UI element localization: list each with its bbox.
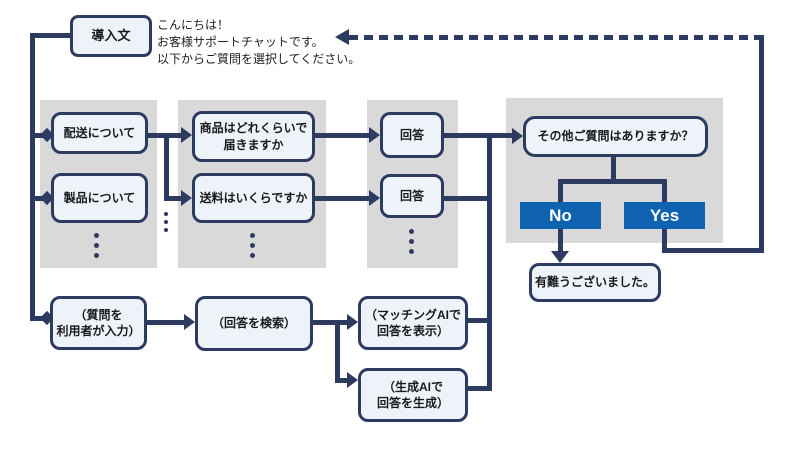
user-input-label: （質問を 利用者が入力） (56, 307, 141, 338)
thanks-label: 有難うございました。 (534, 275, 655, 290)
connector-trunk-vertical (30, 33, 35, 321)
category-product-label: 製品について (63, 190, 136, 205)
more-questions-dots (250, 233, 255, 258)
question-shipping-fee-label: 送料はいくらですか (199, 190, 308, 205)
connector-to-yes (662, 179, 667, 205)
connector-collector-vertical (487, 133, 492, 391)
question-delivery-time-label: 商品はどれくらいで 届きますか (199, 121, 308, 152)
connector-search-out (313, 320, 340, 325)
connector-loop-up (759, 35, 764, 253)
connector-row2-c (444, 196, 492, 201)
node-thanks: 有難うございました。 (529, 263, 661, 302)
connector-trunk-bottom (30, 316, 46, 321)
answer-2-label: 回答 (399, 188, 424, 203)
connector-followup-down (611, 157, 616, 183)
connector-matching-out (468, 318, 492, 323)
node-question-shipping-fee: 送料はいくらですか (192, 173, 315, 223)
arrowhead-followup-icon (512, 128, 523, 144)
generative-ai-label: （生成AIで 回答を生成） (376, 379, 449, 410)
node-category-shipping: 配送について (51, 112, 148, 154)
no-button[interactable]: No (520, 202, 601, 229)
connector-junction-vertical (164, 133, 169, 201)
connector-row2-a (164, 196, 181, 201)
node-answer-1: 回答 (380, 112, 444, 158)
node-answer-2: 回答 (380, 174, 444, 218)
node-category-product: 製品について (51, 173, 148, 223)
category-shipping-label: 配送について (63, 125, 136, 140)
node-generative-ai: （生成AIで 回答を生成） (358, 368, 468, 422)
arrowhead-loop-to-intro-icon (335, 29, 349, 45)
intro-box-label: 導入文 (91, 28, 131, 44)
connector-split-to-generate (340, 378, 347, 383)
yes-button[interactable]: Yes (624, 202, 705, 229)
arrowhead-question2-icon (181, 190, 192, 206)
arrowhead-answer1-icon (369, 127, 380, 143)
more-answers-dots (409, 229, 414, 254)
node-matching-ai: （マッチングAIで 回答を表示） (358, 296, 468, 350)
connector-trunk-top (30, 33, 70, 38)
arrowhead-generate-icon (347, 372, 358, 388)
connector-generate-out (468, 386, 492, 391)
connector-yes-right (662, 248, 764, 253)
followup-question-label: その他ご質問はありますか？ (537, 129, 694, 144)
connector-split-vertical (335, 320, 340, 383)
junction-continues-dots (164, 212, 168, 232)
connector-split-to-matching (340, 320, 347, 325)
node-followup-question: その他ご質問はありますか？ (523, 116, 708, 157)
connector-row1-b (315, 133, 369, 138)
connector-to-no (558, 179, 563, 205)
arrowhead-search-icon (184, 314, 195, 330)
connector-row1-c (444, 133, 512, 138)
connector-input-to-search (147, 320, 184, 325)
arrowhead-answer2-icon (369, 190, 380, 206)
answer-1-label: 回答 (399, 127, 424, 142)
connector-yes-down (662, 229, 667, 253)
no-button-label: No (549, 205, 572, 225)
connector-noyes-split (558, 179, 667, 184)
search-answer-label: （回答を検索） (211, 316, 296, 331)
node-question-delivery-time: 商品はどれくらいで 届きますか (192, 111, 315, 162)
arrowhead-matching-icon (347, 314, 358, 330)
node-user-input: （質問を 利用者が入力） (50, 296, 147, 350)
intro-message: こんにちは！ お客様サポートチャットです。 以下からご質問を選択してください。 (157, 18, 361, 66)
intro-box: 導入文 (70, 15, 152, 57)
node-search-answer: （回答を検索） (195, 296, 313, 351)
matching-ai-label: （マッチングAIで 回答を表示） (364, 307, 461, 338)
arrowhead-thanks-icon (551, 251, 569, 263)
arrowhead-question1-icon (181, 127, 192, 143)
connector-row2-b (315, 196, 369, 201)
more-categories-dots (94, 233, 99, 258)
yes-button-label: Yes (649, 205, 680, 225)
connector-no-down (558, 229, 563, 252)
connector-loop-dashed (349, 35, 759, 40)
